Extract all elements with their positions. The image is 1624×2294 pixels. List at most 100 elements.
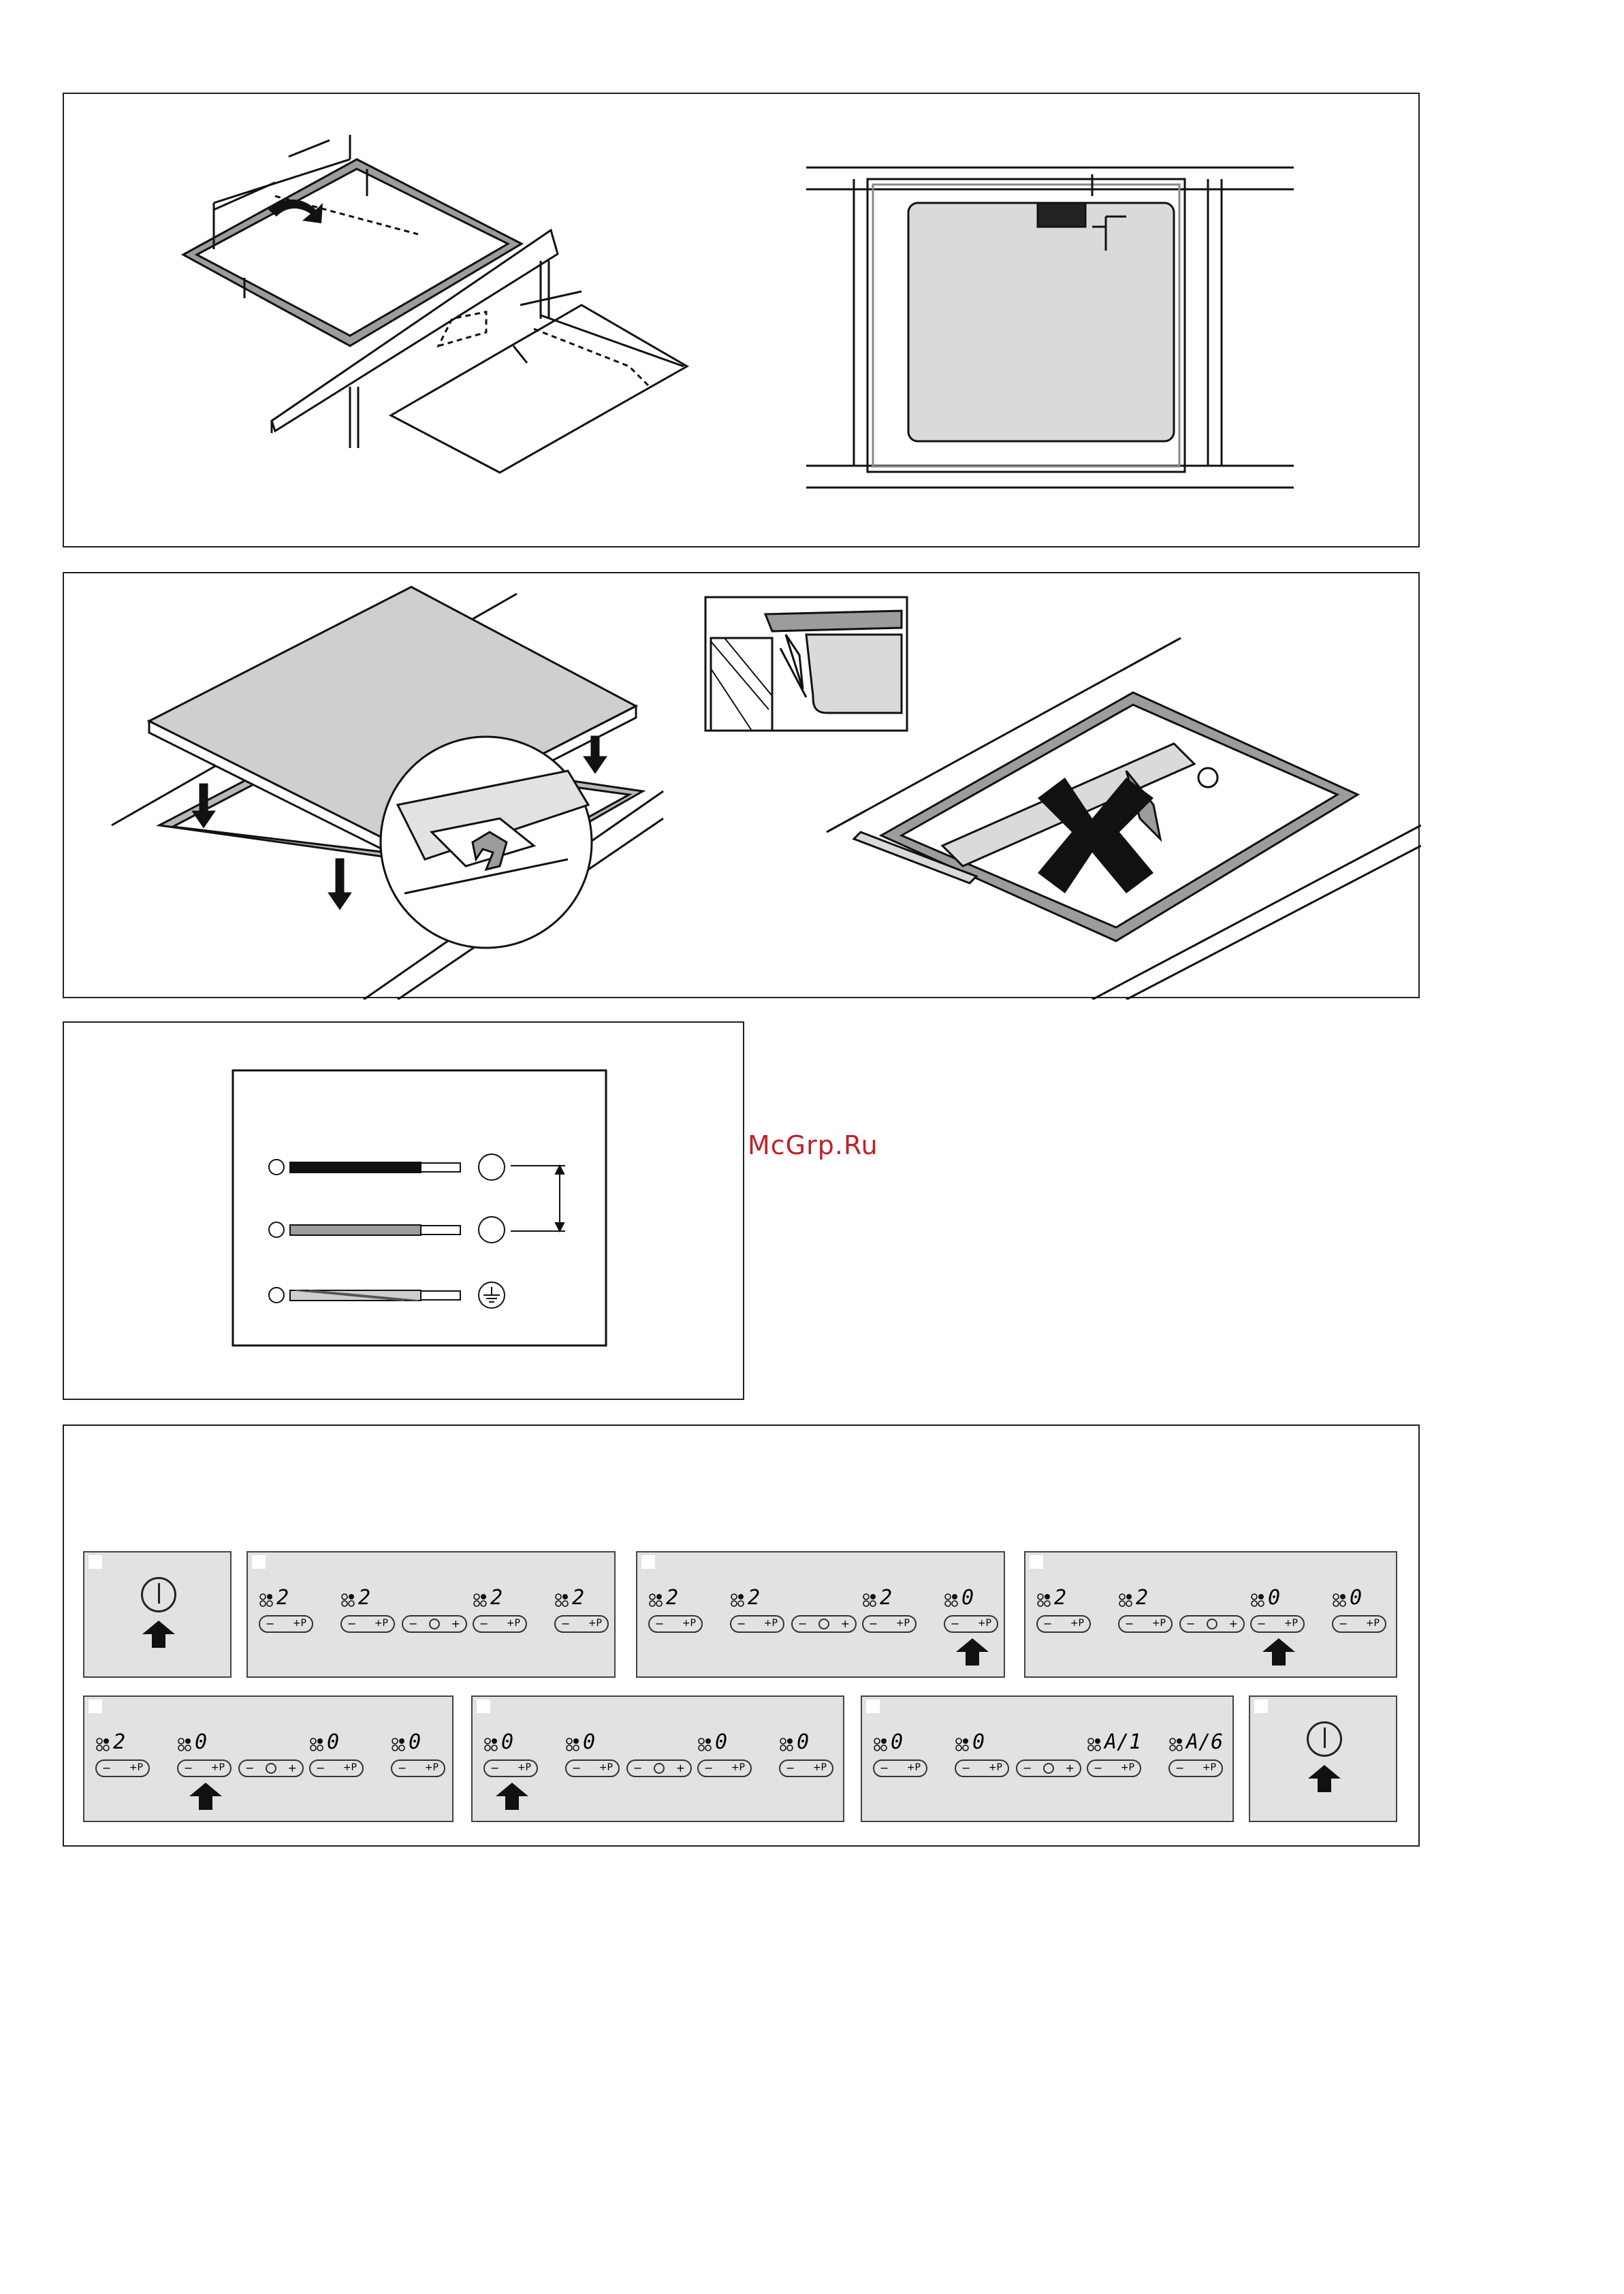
power-level-display: 2 [358,1588,370,1608]
plus-p-icon[interactable]: +P [764,1618,778,1629]
zone-indicator-icon [309,1736,325,1753]
minus-icon[interactable]: − [704,1762,713,1774]
timer-control[interactable]: −+ [626,1759,692,1777]
zone-minus-plus-slider[interactable]: − +P [340,1615,395,1633]
wiring-illustration [64,1023,746,1401]
plus-p-icon[interactable]: +P [1366,1618,1380,1629]
zone-minus-plus-slider[interactable]: − +P [259,1615,313,1633]
minus-icon[interactable]: − [961,1762,970,1774]
minus-icon[interactable]: − [316,1762,325,1774]
minus-icon[interactable]: − [1339,1617,1348,1630]
zone-minus-plus-slider[interactable]: − +P [779,1759,833,1777]
minus-icon[interactable]: − [245,1762,254,1774]
zone-minus-plus-slider[interactable]: − +P [648,1615,703,1633]
minus-icon[interactable]: − [1094,1762,1102,1774]
plus-p-icon[interactable]: +P [293,1618,306,1629]
minus-icon[interactable]: − [1043,1617,1052,1630]
zone-minus-plus-slider[interactable]: − +P [1036,1615,1091,1633]
minus-icon[interactable]: − [737,1617,746,1630]
zone-minus-plus-slider[interactable]: − +P [95,1759,150,1777]
zone-indicator-icon [1087,1736,1103,1753]
zone-minus-plus-slider[interactable]: − +P [473,1615,527,1633]
minus-icon[interactable]: − [951,1617,959,1630]
minus-icon[interactable]: − [1186,1617,1195,1630]
plus-icon[interactable]: + [676,1762,685,1774]
minus-icon[interactable]: − [1125,1617,1134,1630]
zone-minus-plus-slider[interactable]: − +P [730,1615,784,1633]
zone-minus-plus-slider[interactable]: − +P [862,1615,917,1633]
minus-icon[interactable]: − [102,1762,111,1774]
minus-icon[interactable]: − [490,1762,499,1774]
plus-p-icon[interactable]: +P [682,1618,696,1629]
minus-icon[interactable]: − [479,1617,488,1630]
plus-p-icon[interactable]: +P [129,1762,143,1773]
zone-minus-plus-slider[interactable]: − +P [554,1615,609,1633]
minus-icon[interactable]: − [266,1617,274,1630]
plus-p-icon[interactable]: +P [731,1762,745,1773]
plus-p-icon[interactable]: +P [425,1762,439,1773]
plus-p-icon[interactable]: +P [896,1618,910,1629]
plus-p-icon[interactable]: +P [1284,1618,1298,1629]
minus-icon[interactable]: − [347,1617,356,1630]
zone-minus-plus-slider[interactable]: − +P [873,1759,927,1777]
plus-p-icon[interactable]: +P [211,1762,225,1773]
minus-icon[interactable]: − [786,1762,795,1774]
minus-icon[interactable]: − [572,1762,581,1774]
plus-p-icon[interactable]: +P [1152,1618,1166,1629]
minus-icon[interactable]: − [633,1762,642,1774]
plus-icon[interactable]: + [841,1617,850,1630]
zone-minus-plus-slider[interactable]: − +P [177,1759,232,1777]
plus-p-icon[interactable]: +P [343,1762,357,1773]
zone-minus-plus-slider[interactable]: − +P [483,1759,538,1777]
plus-p-icon[interactable]: +P [1070,1618,1084,1629]
power-level-display: 0 [891,1732,903,1753]
minus-icon[interactable]: − [1023,1762,1032,1774]
plus-p-icon[interactable]: +P [375,1618,388,1629]
minus-icon[interactable]: − [655,1617,664,1630]
minus-icon[interactable]: − [1257,1617,1266,1630]
zone-minus-plus-slider[interactable]: − +P [1332,1615,1386,1633]
minus-icon[interactable]: − [398,1762,407,1774]
zone-minus-plus-slider[interactable]: − +P [1250,1615,1305,1633]
zone-minus-plus-slider[interactable]: − +P [1118,1615,1173,1633]
zone-indicator-icon [955,1736,971,1753]
plus-icon[interactable]: + [451,1617,460,1630]
minus-icon[interactable]: − [869,1617,878,1630]
minus-icon[interactable]: − [880,1762,889,1774]
zone-minus-plus-slider[interactable]: − +P [697,1759,752,1777]
plus-p-icon[interactable]: +P [1121,1762,1134,1773]
plus-p-icon[interactable]: +P [518,1762,531,1773]
timer-control[interactable]: −+ [402,1615,467,1633]
minus-icon[interactable]: − [409,1617,417,1630]
minus-icon[interactable]: − [1175,1762,1184,1774]
zone-minus-plus-slider[interactable]: − +P [391,1759,445,1777]
plus-p-icon[interactable]: +P [1203,1762,1216,1773]
minus-icon[interactable]: − [561,1617,570,1630]
zone-minus-plus-slider[interactable]: − +P [309,1759,364,1777]
zone-minus-plus-slider[interactable]: − +P [944,1615,998,1633]
plus-p-icon[interactable]: +P [588,1618,602,1629]
power-icon[interactable] [1307,1721,1342,1757]
minus-icon[interactable]: − [798,1617,807,1630]
zone-indicator-icon [1036,1592,1053,1608]
power-icon[interactable] [141,1577,176,1612]
plus-p-icon[interactable]: +P [907,1762,921,1773]
zone-minus-plus-slider[interactable]: − +P [1168,1759,1223,1777]
timer-control[interactable]: −+ [1016,1759,1081,1777]
zone-minus-plus-slider[interactable]: − +P [565,1759,620,1777]
plus-icon[interactable]: + [1066,1762,1074,1774]
timer-control[interactable]: −+ [238,1759,304,1777]
plus-icon[interactable]: + [288,1762,297,1774]
plus-p-icon[interactable]: +P [978,1618,991,1629]
zone-minus-plus-slider[interactable]: − +P [955,1759,1009,1777]
plus-p-icon[interactable]: +P [507,1618,520,1629]
timer-control[interactable]: −+ [1179,1615,1245,1633]
plus-icon[interactable]: + [1229,1617,1238,1630]
plus-p-icon[interactable]: +P [989,1762,1002,1773]
zone-minus-plus-slider[interactable]: − +P [1087,1759,1141,1777]
plus-p-icon[interactable]: +P [599,1762,613,1773]
minus-icon[interactable]: − [184,1762,193,1774]
plus-p-icon[interactable]: +P [813,1762,827,1773]
cutout-illustration [64,94,1421,549]
timer-control[interactable]: −+ [791,1615,857,1633]
